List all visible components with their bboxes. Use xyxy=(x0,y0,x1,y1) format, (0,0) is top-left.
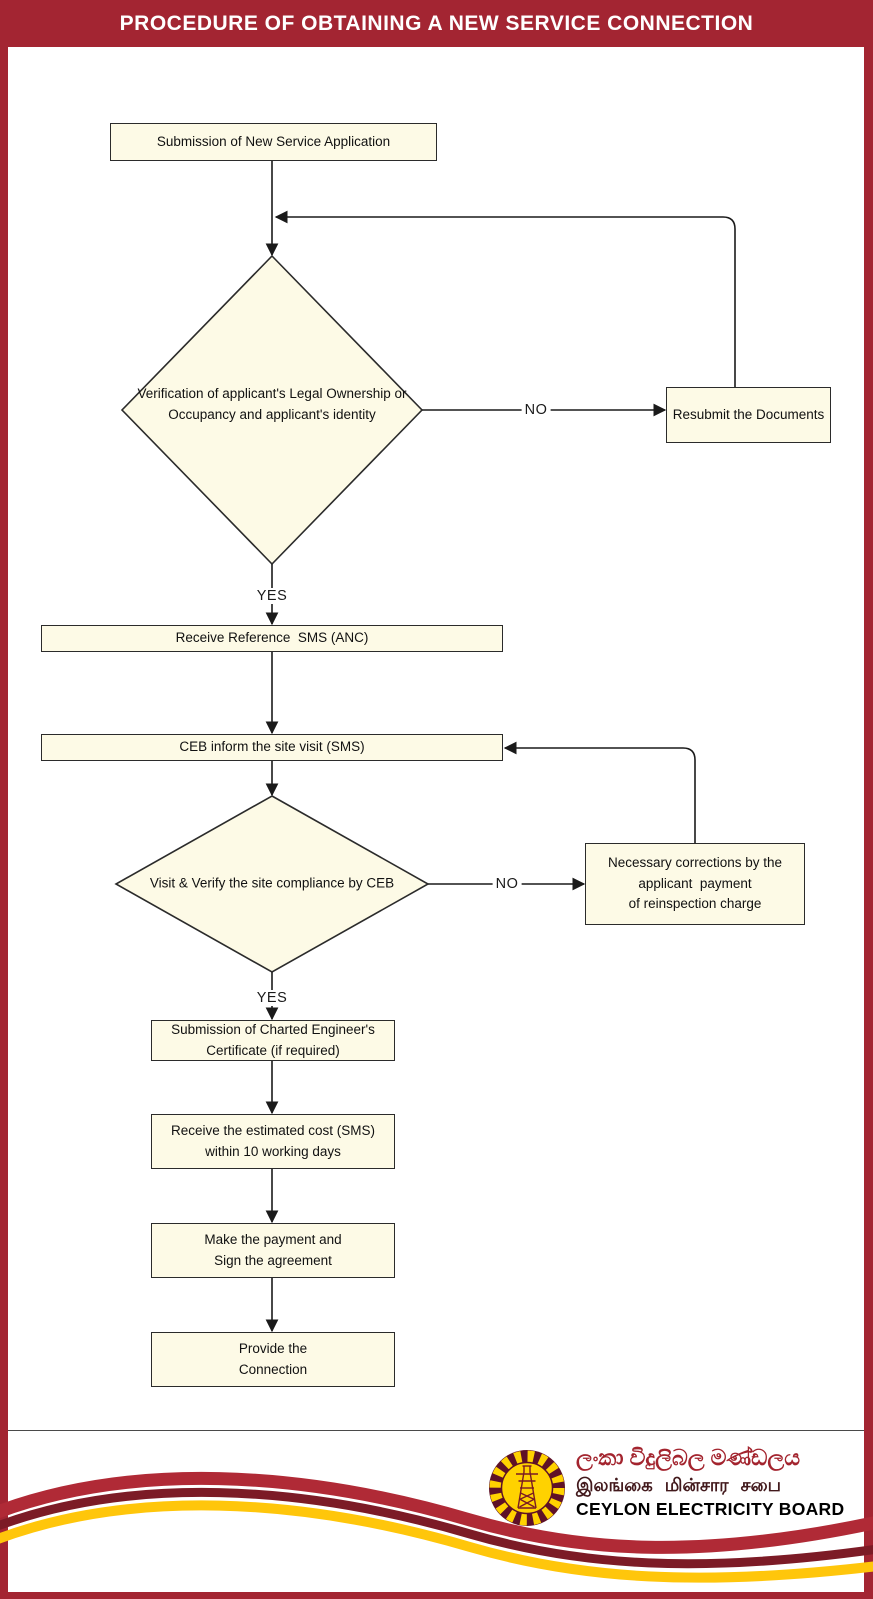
node-reference-sms-label: Receive Reference SMS (ANC) xyxy=(175,630,369,646)
transmission-tower-icon xyxy=(516,1465,538,1509)
branch-label-yes-2: YES xyxy=(253,990,291,1006)
org-name-sinhala: ලංකා විදුලිබල මණ්ඩලය xyxy=(576,1445,801,1470)
ceb-sunflower-emblem-icon xyxy=(489,1450,565,1526)
node-site-compliance-label: Visit & Verify the site compliance by CE… xyxy=(149,875,395,891)
node-engineer-certificate: Submission of Charted Engineer's Certifi… xyxy=(151,1020,395,1061)
branch-label-no-1: NO xyxy=(521,402,551,418)
header-bar: PROCEDURE OF OBTAINING A NEW SERVICE CON… xyxy=(0,0,873,47)
footer-org-names: ලංකා විදුලිබල මණ්ඩලය இலங்கை மின்சார சபை … xyxy=(576,1444,845,1521)
connector-resubmit-feedback xyxy=(274,210,736,387)
node-site-visit-sms: CEB inform the site visit (SMS) xyxy=(41,734,503,761)
node-resubmit: Resubmit the Documents xyxy=(666,387,831,443)
node-estimated-cost: Receive the estimated cost (SMS) within … xyxy=(151,1114,395,1169)
node-verification-label: Verification of applicant's Legal Owners… xyxy=(137,386,407,422)
frame-bottom xyxy=(0,1592,873,1599)
node-submission-label: Submission of New Service Application xyxy=(156,133,391,149)
node-corrections: Necessary corrections by the applicant p… xyxy=(585,843,805,925)
branch-label-no-2: NO xyxy=(492,876,522,892)
frame-left xyxy=(0,0,8,1599)
node-provide-connection: Provide the Connection xyxy=(151,1332,395,1387)
node-site-visit-sms-label: CEB inform the site visit (SMS) xyxy=(179,739,365,755)
connector-corrections-feedback xyxy=(503,741,696,843)
frame-right xyxy=(864,0,873,1599)
org-name-tamil: இலங்கை மின்சார சபை xyxy=(576,1475,782,1495)
node-payment-agreement: Make the payment and Sign the agreement xyxy=(151,1223,395,1278)
branch-label-yes-1: YES xyxy=(253,588,291,604)
org-name-english: CEYLON ELECTRICITY BOARD xyxy=(576,1499,845,1519)
node-submission: Submission of New Service Application xyxy=(110,123,437,161)
node-resubmit-label: Resubmit the Documents xyxy=(672,406,825,422)
page-title: PROCEDURE OF OBTAINING A NEW SERVICE CON… xyxy=(119,11,754,35)
footer-divider xyxy=(8,1430,864,1431)
node-reference-sms: Receive Reference SMS (ANC) xyxy=(41,625,503,652)
